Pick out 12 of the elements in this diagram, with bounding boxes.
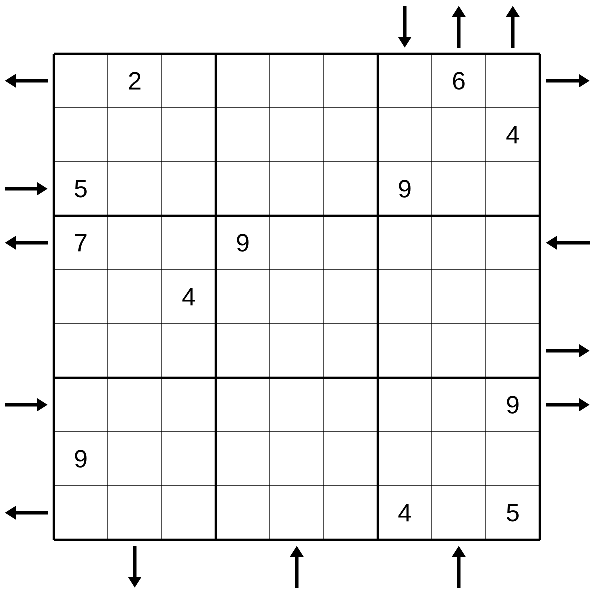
given-digit: 4 — [506, 126, 520, 144]
given-digit: 9 — [507, 396, 519, 414]
given-digit: 2 — [129, 72, 141, 90]
given-digit: 6 — [453, 72, 465, 90]
given-digit: 7 — [75, 234, 87, 252]
given-digit: 9 — [237, 234, 249, 252]
given-digit: 4 — [398, 504, 412, 522]
given-digit: 4 — [182, 288, 196, 306]
given-digit: 5 — [75, 180, 87, 198]
given-digit: 9 — [75, 450, 87, 468]
given-digit: 5 — [507, 504, 519, 522]
given-digit: 9 — [399, 180, 411, 198]
